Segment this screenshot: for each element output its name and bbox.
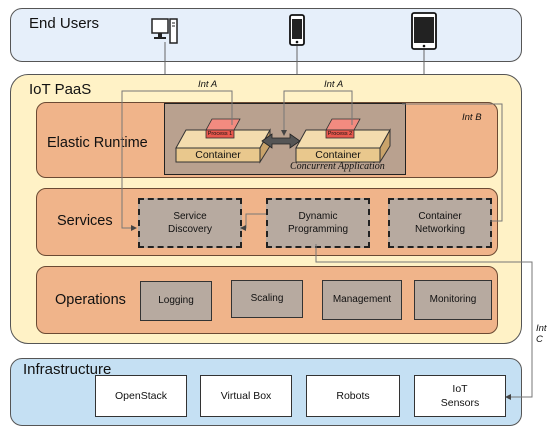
virtual-box-box: Virtual Box [200,375,292,417]
int-b-label: Int B [462,112,482,123]
container-left-label: Container [195,149,241,161]
virtual-box-label: Virtual Box [220,389,272,402]
int-a-right-label: Int A [324,79,344,90]
scaling-box: Scaling [231,280,303,318]
infrastructure-title: Infrastructure [23,361,112,378]
end-users-title: End Users [29,15,100,32]
service-discovery-box: Service Discovery [138,198,242,248]
service-discovery-link-line [240,213,266,231]
elastic-runtime-label: Elastic Runtime [47,135,148,151]
robots-box: Robots [306,375,400,417]
int-c-label: Int C [536,323,547,345]
int-c-line [315,244,533,400]
logging-label: Logging [158,295,194,307]
openstack-box: OpenStack [95,375,187,417]
int-a-right-line [281,90,353,136]
dynamic-programming-label: Dynamic Programming [287,210,349,236]
robots-label: Robots [336,389,370,402]
logging-box: Logging [140,281,212,321]
container-networking-label: Container Networking [414,210,466,236]
services-label: Services [57,213,113,229]
openstack-label: OpenStack [115,389,167,402]
process-1-label: Process 1 [207,131,233,137]
container-right [295,118,391,164]
int-b-line [402,103,503,222]
monitoring-label: Monitoring [429,294,477,306]
smartphone-icon [289,14,305,46]
iot-sensors-box: IoT Sensors [414,375,506,417]
management-box: Management [322,280,402,320]
service-discovery-label: Service Discovery [168,210,212,236]
int-a-left-label: Int A [198,79,218,90]
iot-paas-title: IoT PaaS [29,81,92,98]
process-2-label: Process 2 [327,131,353,137]
monitoring-box: Monitoring [414,280,492,320]
iot-sensors-label: IoT Sensors [440,382,480,409]
scaling-label: Scaling [250,293,284,305]
container-networking-box: Container Networking [388,198,492,248]
management-label: Management [332,294,392,306]
bidirectional-arrow-icon [261,133,301,149]
tablet-icon [411,12,437,50]
container-right-label: Container [315,149,361,161]
int-a-left-line [121,90,233,231]
concurrent-application-label: Concurrent Application [290,161,385,172]
desktop-computer-icon [150,16,180,46]
operations-label: Operations [55,292,126,308]
dynamic-programming-box: Dynamic Programming [266,198,370,248]
